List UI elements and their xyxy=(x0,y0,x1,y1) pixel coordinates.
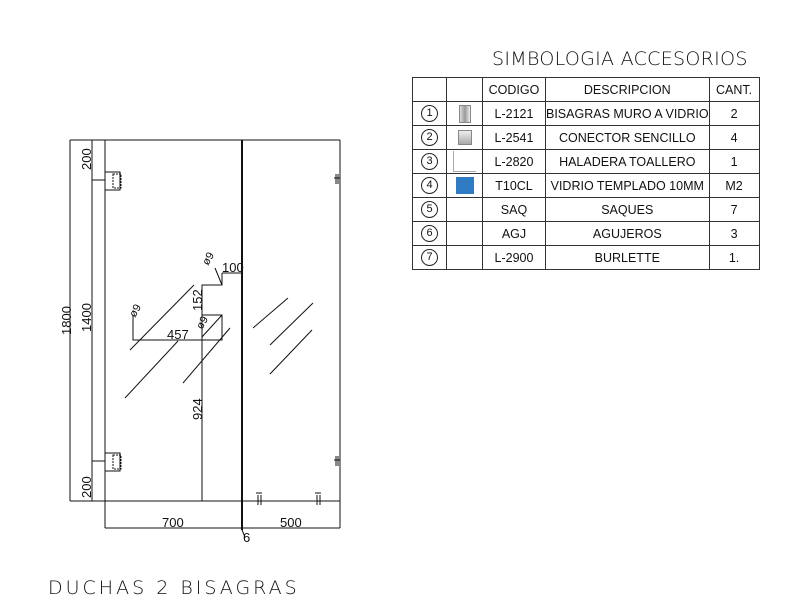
row-number-circle: 3 xyxy=(421,153,438,170)
table-header: CODIGO DESCRIPCION CANT. xyxy=(412,77,760,102)
row-image xyxy=(446,125,483,150)
dim-hole-offset: 457 xyxy=(167,327,189,342)
drawing-title: DUCHAS 2 BISAGRAS xyxy=(48,577,300,599)
dim-notch-height: 152 xyxy=(190,289,205,311)
row-number: 6 xyxy=(412,221,447,246)
row-image xyxy=(446,101,483,126)
header-description: DESCRIPCION xyxy=(545,77,710,102)
table-row: 5 SAQ SAQUES 7 xyxy=(412,197,760,222)
row-number-circle: 1 xyxy=(421,105,438,122)
glass-swatch-icon xyxy=(455,177,474,194)
table-row: 2 L-2541 CONECTOR SENCILLO 4 xyxy=(412,125,760,150)
table-row: 7 L-2900 BURLETTE 1. xyxy=(412,245,760,270)
row-code: SAQ xyxy=(482,197,546,222)
towel-bar-icon xyxy=(453,151,476,172)
row-image xyxy=(446,245,483,270)
dim-hole-diam-1: ø9 xyxy=(200,250,217,267)
row-quantity: 1 xyxy=(708,149,760,174)
table-title: SIMBOLOGIA ACCESORIOS xyxy=(492,48,748,70)
row-description: BURLETTE xyxy=(545,245,710,270)
dim-inner-height: 1400 xyxy=(79,303,94,332)
row-image xyxy=(446,221,483,246)
hinge-icon xyxy=(458,104,471,123)
dim-notch-width: 100 xyxy=(222,260,244,275)
row-image xyxy=(446,149,483,174)
dim-door-width: 700 xyxy=(162,515,184,530)
row-image xyxy=(446,197,483,222)
dim-top-offset: 200 xyxy=(79,148,94,170)
row-number: 1 xyxy=(412,101,447,126)
row-number-circle: 7 xyxy=(421,249,438,266)
dim-panel-width: 500 xyxy=(280,515,302,530)
dim-bottom-offset: 200 xyxy=(79,476,94,498)
header-num xyxy=(412,77,447,102)
row-code: T10CL xyxy=(482,173,546,198)
row-code: AGJ xyxy=(482,221,546,246)
row-quantity: 2 xyxy=(708,101,760,126)
header-image xyxy=(446,77,483,102)
row-code: L-2121 xyxy=(482,101,546,126)
row-quantity: M2 xyxy=(708,173,760,198)
row-number: 5 xyxy=(412,197,447,222)
row-description: SAQUES xyxy=(545,197,710,222)
header-quantity: CANT. xyxy=(708,77,760,102)
row-image xyxy=(446,173,483,198)
row-number-circle: 5 xyxy=(421,201,438,218)
row-description: BISAGRAS MURO A VIDRIO xyxy=(545,101,710,126)
row-description: CONECTOR SENCILLO xyxy=(545,125,710,150)
row-number-circle: 4 xyxy=(421,177,438,194)
table-row: 3 L-2820 HALADERA TOALLERO 1 xyxy=(412,149,760,174)
dim-hole-height: 924 xyxy=(190,398,205,420)
dim-hole-diam-3: ø9 xyxy=(194,314,211,331)
row-quantity: 3 xyxy=(708,221,760,246)
row-quantity: 1. xyxy=(708,245,760,270)
row-quantity: 7 xyxy=(708,197,760,222)
row-number: 4 xyxy=(412,173,447,198)
row-description: HALADERA TOALLERO xyxy=(545,149,710,174)
accessories-table: CODIGO DESCRIPCION CANT. 1 L-2121 BISAGR… xyxy=(412,77,760,270)
row-number-circle: 6 xyxy=(421,225,438,242)
row-number: 2 xyxy=(412,125,447,150)
connector-icon xyxy=(457,130,472,146)
row-description: VIDRIO TEMPLADO 10MM xyxy=(545,173,710,198)
row-number-circle: 2 xyxy=(421,129,438,146)
dim-total-height: 1800 xyxy=(59,306,74,335)
table-row: 1 L-2121 BISAGRAS MURO A VIDRIO 2 xyxy=(412,101,760,126)
row-code: L-2900 xyxy=(482,245,546,270)
row-number: 3 xyxy=(412,149,447,174)
row-description: AGUJEROS xyxy=(545,221,710,246)
dim-hole-diam-2: ø9 xyxy=(127,302,144,319)
dim-gap: 6 xyxy=(243,530,250,545)
row-number: 7 xyxy=(412,245,447,270)
row-code: L-2820 xyxy=(482,149,546,174)
header-code: CODIGO xyxy=(482,77,546,102)
row-quantity: 4 xyxy=(708,125,760,150)
table-row: 4 T10CL VIDRIO TEMPLADO 10MM M2 xyxy=(412,173,760,198)
table-row: 6 AGJ AGUJEROS 3 xyxy=(412,221,760,246)
row-code: L-2541 xyxy=(482,125,546,150)
